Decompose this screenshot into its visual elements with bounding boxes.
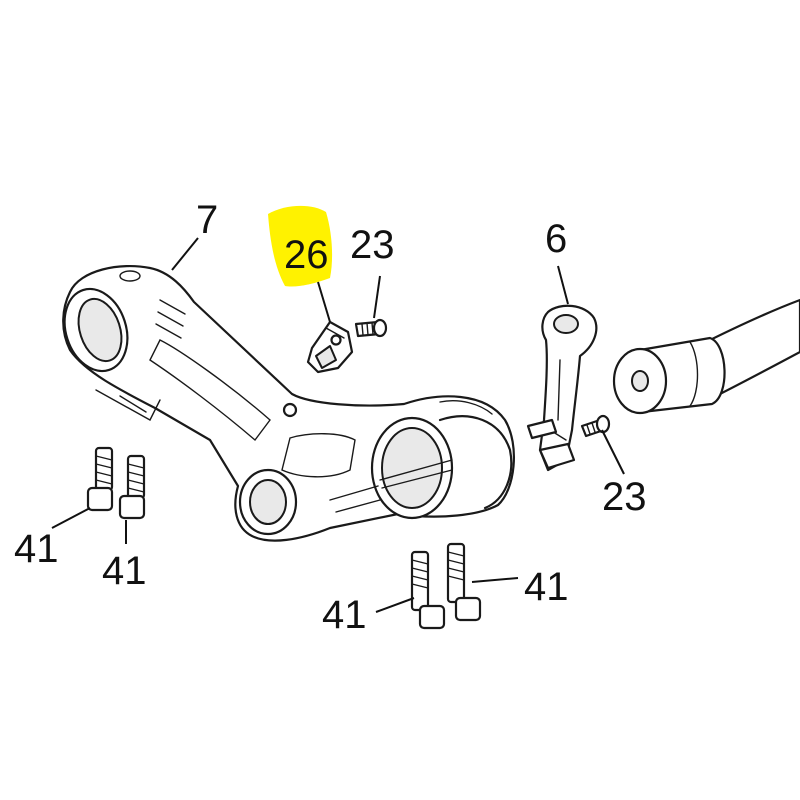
part-41-bolt-left-a [86,446,114,512]
leader-26 [317,281,331,323]
callout-6: 6 [545,217,567,261]
leader-23-top [373,275,381,319]
leader-lines [51,237,625,613]
leader-41-bottom-b [471,577,519,583]
part-23-screw-top [354,318,388,338]
part-23-screw-right [580,414,611,438]
part-41-bolt-bottom-a [410,550,446,630]
callout-23-right: 23 [602,475,647,519]
callout-26-highlight [268,205,333,287]
part-6-clamp [526,304,598,472]
part-spacer-tube [612,298,800,415]
part-41-bolt-bottom-b [446,542,482,622]
leader-7 [171,237,199,271]
part-7-triple-clamp [62,264,516,542]
callout-7: 7 [196,198,218,242]
callout-23-top: 23 [350,223,395,267]
leader-23-right [601,429,625,475]
leader-41-bottom-a [375,597,415,613]
leader-41-left-a [51,507,91,529]
callout-26: 26 [284,233,329,277]
callout-41-bottom-a: 41 [322,593,367,637]
part-41-bolt-left-b [118,454,146,520]
leader-6 [557,265,569,305]
callout-41-left-a: 41 [14,527,59,571]
callout-41-bottom-b: 41 [524,565,569,609]
part-26-bracket [306,320,354,374]
callout-41-left-b: 41 [102,549,147,593]
